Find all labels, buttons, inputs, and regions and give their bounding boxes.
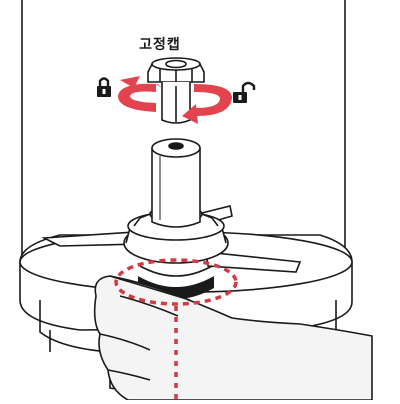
central-shaft [152, 139, 200, 227]
rotate-right-arrow [194, 84, 232, 116]
fixing-cap-label: 고정캡 [130, 34, 190, 54]
lock-closed-icon [97, 79, 111, 98]
rotate-left-arrow [118, 84, 162, 112]
lock-open-icon [233, 83, 254, 103]
